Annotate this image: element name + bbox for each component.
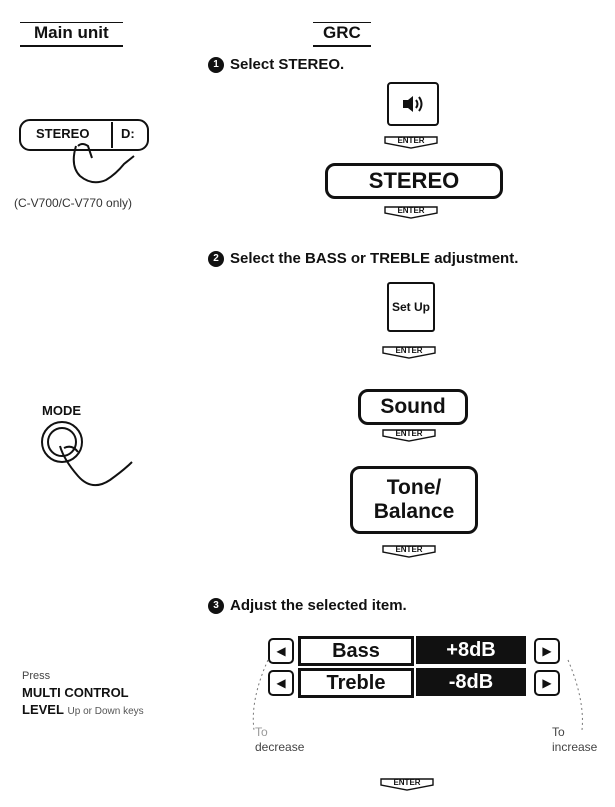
enter-indicator: ENTER — [381, 544, 437, 558]
setup-key[interactable]: Set Up — [387, 282, 435, 332]
step-text: Select the BASS or TREBLE adjustment. — [230, 250, 518, 267]
left-arrow-button[interactable]: ◀ — [268, 638, 294, 664]
right-arrow-button[interactable]: ▶ — [534, 670, 560, 696]
step-number: 2 — [208, 251, 224, 267]
adjust-panel: ◀ Bass +8dB ▶ ◀ Treble -8dB ▶ — [268, 636, 568, 706]
sound-key[interactable]: Sound — [358, 389, 468, 425]
grc-header: GRC — [313, 22, 371, 47]
mode-knob-illustration — [34, 420, 144, 500]
right-arrow-button[interactable]: ▶ — [534, 638, 560, 664]
left-arrow-icon: ◀ — [276, 676, 285, 690]
step-1: 1 Select STEREO. — [208, 56, 344, 73]
enter-indicator: ENTER — [381, 345, 437, 359]
treble-label-cell: Treble — [298, 668, 414, 698]
speaker-icon — [399, 94, 427, 114]
step-number: 1 — [208, 57, 224, 73]
level-line: LEVEL Up or Down keys — [22, 702, 144, 717]
step-number: 3 — [208, 598, 224, 614]
tone-balance-key[interactable]: Tone/ Balance — [350, 466, 478, 534]
stereo-key[interactable]: STEREO — [325, 163, 503, 199]
model-note: (C-V700/C-V770 only) — [14, 196, 132, 210]
enter-indicator: ENTER — [383, 205, 439, 219]
mode-knob-icon[interactable] — [34, 420, 144, 500]
enter-indicator: ENTER — [379, 777, 435, 791]
bass-value-cell: +8dB — [416, 636, 526, 664]
left-arrow-icon: ◀ — [276, 644, 285, 658]
right-arrow-icon: ▶ — [542, 676, 551, 690]
right-arrow-icon: ▶ — [542, 644, 551, 658]
treble-value-cell: -8dB — [416, 668, 526, 696]
main-unit-header: Main unit — [20, 22, 123, 47]
next-button-label: D: — [121, 126, 135, 141]
increase-hint: To increase — [552, 725, 597, 755]
enter-indicator: ENTER — [381, 428, 437, 442]
mode-label: MODE — [42, 403, 81, 418]
step-2: 2 Select the BASS or TREBLE adjustment. — [208, 250, 518, 267]
decrease-hint: To decrease — [255, 725, 304, 755]
hand-press-icon — [18, 110, 153, 190]
enter-indicator: ENTER — [383, 135, 439, 149]
stereo-button-label[interactable]: STEREO — [36, 126, 89, 141]
step-3: 3 Adjust the selected item. — [208, 597, 407, 614]
press-label: Press — [22, 670, 50, 682]
stereo-button-illustration: STEREO D: — [18, 110, 153, 190]
multi-control-label: MULTI CONTROL — [22, 685, 129, 700]
bass-label-cell: Bass — [298, 636, 414, 666]
step-text: Adjust the selected item. — [230, 597, 407, 614]
left-arrow-button[interactable]: ◀ — [268, 670, 294, 696]
speaker-key[interactable] — [387, 82, 439, 126]
step-text: Select STEREO. — [230, 56, 344, 73]
